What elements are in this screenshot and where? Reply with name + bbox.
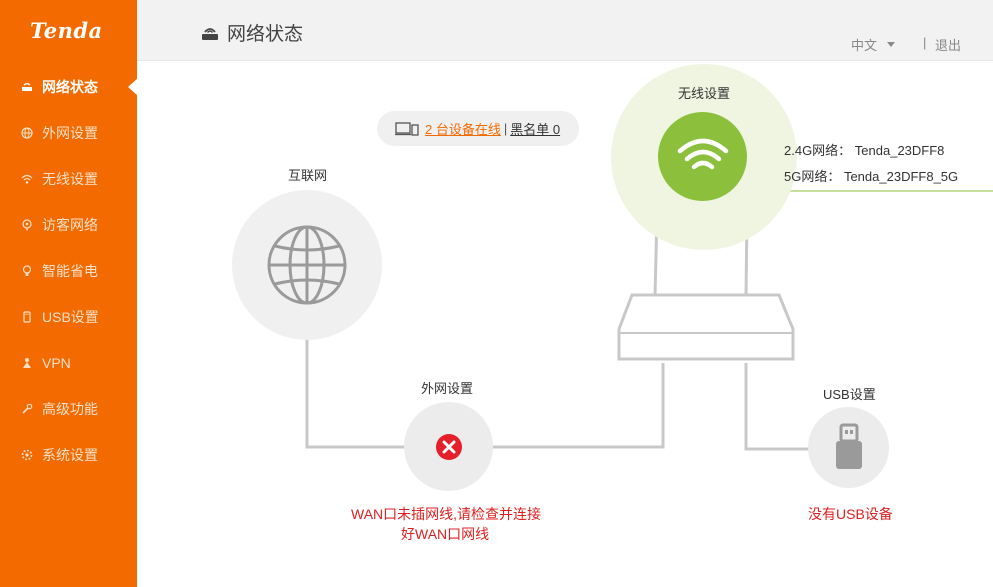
sidebar-item-wan-settings[interactable]: 外网设置 <box>0 110 137 156</box>
wan-error-line2: 好WAN口网线 <box>401 526 490 542</box>
language-select[interactable]: 中文 <box>851 35 896 54</box>
router-body <box>617 293 795 361</box>
usb-icon <box>20 310 34 324</box>
wireless-node[interactable] <box>658 112 747 201</box>
sidebar: Tenda 网络状态 外网设置 无线设置 访客网络 <box>0 0 138 587</box>
sidebar-item-label: 访客网络 <box>42 217 98 233</box>
sidebar-item-usb-settings[interactable]: USB设置 <box>0 294 137 340</box>
sidebar-item-label: 网络状态 <box>42 79 98 95</box>
sidebar-item-label: 系统设置 <box>42 447 98 463</box>
page-title: 网络状态 <box>201 19 303 46</box>
sidebar-item-network-status[interactable]: 网络状态 <box>0 64 138 110</box>
sidebar-item-system-settings[interactable]: 系统设置 <box>0 432 137 478</box>
ssid-5g: 5G网络： Tenda_23DFF8_5G <box>784 169 959 184</box>
devices-icon <box>395 121 419 136</box>
sidebar-item-label: VPN <box>42 355 71 371</box>
header: 网络状态 中文 | 退出 <box>137 0 993 61</box>
wan-error-line1: WAN口未插网线,请检查并连接 <box>351 506 542 522</box>
usb-node[interactable] <box>808 407 889 488</box>
sidebar-item-guest-network[interactable]: 访客网络 <box>0 202 137 248</box>
sidebar-item-power-saving[interactable]: 智能省电 <box>0 248 137 294</box>
network-diagram: 2 台设备在线 | 黑名单 0 互联网 无线设置 2.4G网络 <box>137 61 993 587</box>
wrench-icon <box>20 402 34 416</box>
sidebar-item-label: USB设置 <box>42 309 99 325</box>
sidebar-item-label: 高级功能 <box>42 401 98 417</box>
globe-icon <box>20 126 34 140</box>
chevron-down-icon <box>887 42 896 47</box>
wan-node[interactable] <box>404 402 493 491</box>
usb-drive-icon <box>835 423 862 469</box>
gear-icon <box>20 448 34 462</box>
language-label: 中文 <box>851 38 878 53</box>
guest-icon <box>20 218 34 232</box>
internet-label: 互联网 <box>288 168 328 183</box>
bulb-icon <box>20 264 34 278</box>
sidebar-item-label: 外网设置 <box>42 125 98 141</box>
status-divider: | <box>503 121 508 136</box>
wifi-icon <box>20 172 34 186</box>
sidebar-item-label: 智能省电 <box>42 263 98 279</box>
wan-label: 外网设置 <box>421 381 474 396</box>
page-title-text: 网络状态 <box>227 24 304 45</box>
logout-link[interactable]: 退出 <box>935 38 962 53</box>
vpn-icon <box>20 356 34 370</box>
globe-icon <box>267 225 347 305</box>
internet-node[interactable] <box>232 190 382 340</box>
usb-label: USB设置 <box>823 387 876 402</box>
router-icon <box>20 80 34 94</box>
wireless-label: 无线设置 <box>678 86 731 101</box>
tenda-logo: Tenda <box>30 18 103 43</box>
wifi-icon <box>677 138 728 169</box>
device-status-pill: 2 台设备在线 | 黑名单 0 <box>377 111 579 146</box>
error-icon <box>435 433 462 460</box>
router-icon <box>202 27 218 40</box>
online-devices-link[interactable]: 2 台设备在线 <box>425 122 501 137</box>
sidebar-item-advanced[interactable]: 高级功能 <box>0 386 137 432</box>
header-separator: | <box>923 35 927 50</box>
usb-status: 没有USB设备 <box>808 506 893 522</box>
sidebar-item-label: 无线设置 <box>42 171 98 187</box>
ssid-24g: 2.4G网络： Tenda_23DFF8 <box>784 143 945 158</box>
blacklist-link[interactable]: 黑名单 0 <box>510 122 561 137</box>
sidebar-nav: 网络状态 外网设置 无线设置 访客网络 智能省电 <box>0 64 138 478</box>
sidebar-item-vpn[interactable]: VPN <box>0 340 137 386</box>
sidebar-item-wireless-settings[interactable]: 无线设置 <box>0 156 137 202</box>
